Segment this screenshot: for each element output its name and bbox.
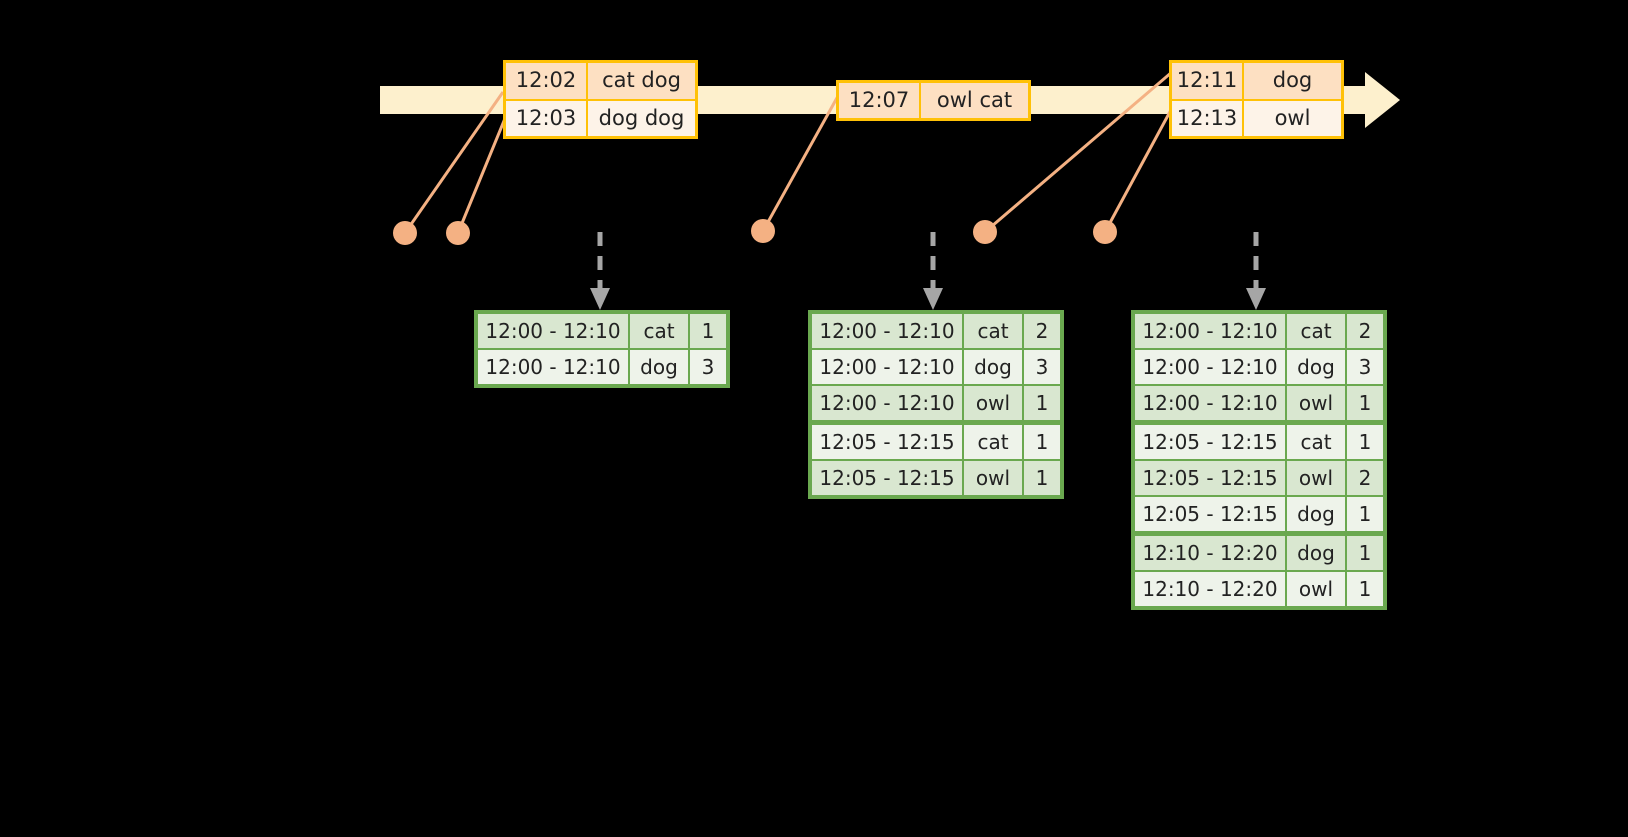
cell-word: owl [964, 461, 1022, 495]
cell-word: dog [1287, 350, 1345, 384]
event-group-1: 12:02 cat dog 12:03 dog dog [503, 60, 698, 139]
event-words: cat dog [602, 68, 681, 93]
event-row: 12:13 owl [1172, 98, 1341, 136]
cell-range: 12:05 - 12:15 [1135, 461, 1285, 495]
event-row: 12:11 dog [1172, 63, 1341, 99]
cell-count: 3 [1024, 350, 1060, 384]
cell-count: 2 [1347, 461, 1383, 495]
event-time: 12:13 [1176, 105, 1238, 130]
event-time: 12:11 [1176, 68, 1238, 93]
event-group-2: 12:07 owl cat [836, 80, 1031, 121]
cell-word: dog [964, 350, 1022, 384]
cell-word: cat [964, 425, 1022, 459]
cell-range: 12:05 - 12:15 [812, 461, 962, 495]
cell-count: 3 [690, 350, 726, 384]
cell-count: 3 [1347, 350, 1383, 384]
cell-range: 12:10 - 12:20 [1135, 536, 1285, 570]
event-words: dog dog [598, 105, 685, 130]
cell-word: cat [964, 314, 1022, 348]
event-time: 12:07 [848, 88, 910, 112]
cell-count: 1 [1024, 461, 1060, 495]
cell-range: 12:00 - 12:10 [478, 314, 628, 348]
cell-word: owl [1287, 386, 1345, 420]
cell-count: 2 [1347, 314, 1383, 348]
cell-range: 12:00 - 12:10 [1135, 314, 1285, 348]
cell-word: cat [630, 314, 688, 348]
dashed-arrow-2 [923, 232, 943, 310]
event-time: 12:03 [515, 105, 577, 130]
cell-count: 1 [1347, 497, 1383, 531]
connector-dot [751, 219, 775, 243]
cell-word: owl [964, 386, 1022, 420]
cell-word: owl [1287, 572, 1345, 606]
dashed-arrow-3 [1246, 232, 1266, 310]
cell-word: dog [1287, 497, 1345, 531]
cell-range: 12:10 - 12:20 [1135, 572, 1285, 606]
cell-word: dog [630, 350, 688, 384]
connector-dot [973, 220, 997, 244]
cell-word: owl [1287, 461, 1345, 495]
event-time: 12:02 [515, 68, 577, 93]
event-words: owl [1274, 105, 1311, 130]
cell-count: 1 [690, 314, 726, 348]
cell-word: dog [1287, 536, 1345, 570]
cell-range: 12:00 - 12:10 [1135, 386, 1285, 420]
cell-word: cat [1287, 314, 1345, 348]
cell-range: 12:00 - 12:10 [812, 314, 962, 348]
cell-count: 2 [1024, 314, 1060, 348]
dashed-arrow-1 [590, 232, 610, 310]
cell-range: 12:05 - 12:15 [812, 425, 962, 459]
timeline-arrowhead [1365, 72, 1400, 128]
cell-range: 12:05 - 12:15 [1135, 425, 1285, 459]
cell-count: 1 [1024, 425, 1060, 459]
connector-dot [446, 221, 470, 245]
cell-count: 1 [1347, 386, 1383, 420]
cell-count: 1 [1024, 386, 1060, 420]
cell-count: 1 [1347, 425, 1383, 459]
connector-dot [1093, 220, 1117, 244]
cell-range: 12:00 - 12:10 [1135, 350, 1285, 384]
cell-range: 12:05 - 12:15 [1135, 497, 1285, 531]
event-words: owl cat [936, 88, 1013, 112]
cell-range: 12:00 - 12:10 [812, 386, 962, 420]
cell-word: cat [1287, 425, 1345, 459]
cell-count: 1 [1347, 572, 1383, 606]
cell-range: 12:00 - 12:10 [478, 350, 628, 384]
event-row: 12:07 owl cat [839, 83, 1028, 118]
event-row: 12:03 dog dog [506, 98, 695, 136]
event-row: 12:02 cat dog [506, 63, 695, 99]
event-group-3: 12:11 dog 12:13 owl [1169, 60, 1344, 139]
cell-count: 1 [1347, 536, 1383, 570]
cell-range: 12:00 - 12:10 [812, 350, 962, 384]
connector-dot [393, 221, 417, 245]
event-words: dog [1272, 68, 1313, 93]
